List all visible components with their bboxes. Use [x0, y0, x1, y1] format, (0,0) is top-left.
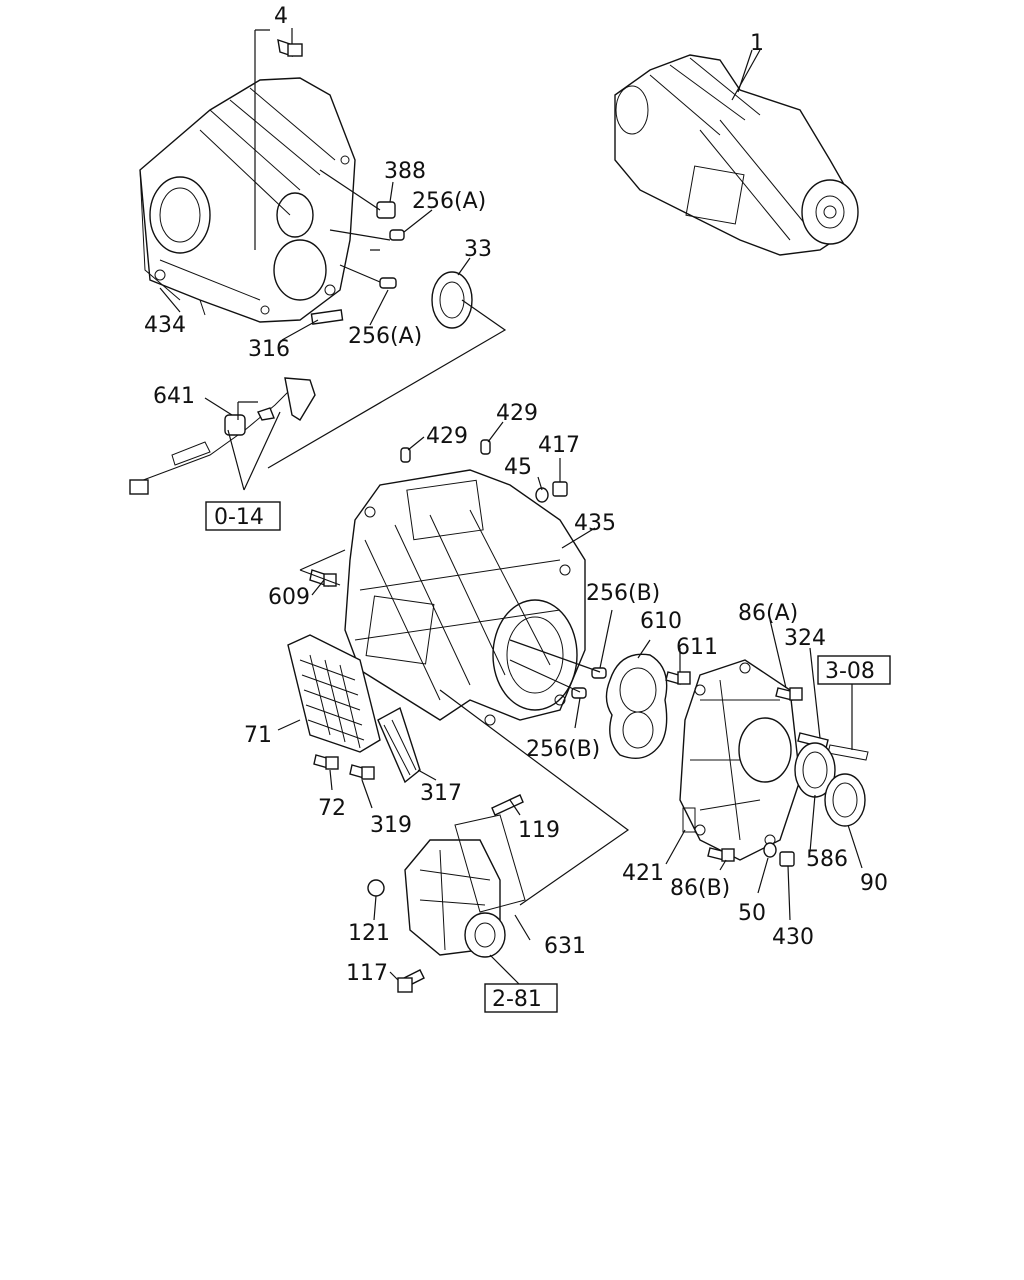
ref-label-0-14: 0-14 — [214, 505, 264, 530]
ref-box-2-81[interactable]: 2-81 — [484, 983, 558, 1013]
label-256b-upper: 256(B) — [586, 581, 660, 606]
ref-label-2-81: 2-81 — [492, 987, 542, 1012]
label-631: 631 — [544, 934, 586, 959]
label-316: 316 — [248, 337, 290, 362]
label-429-left: 429 — [426, 424, 468, 449]
label-90: 90 — [860, 871, 888, 896]
extension-housing-421 — [679, 659, 801, 861]
label-421: 421 — [622, 861, 664, 886]
label-317: 317 — [420, 781, 462, 806]
bolt-86b — [707, 847, 735, 862]
bell-housing — [139, 77, 356, 323]
label-71: 71 — [244, 723, 272, 748]
bushing-388 — [376, 201, 396, 219]
label-417: 417 — [538, 433, 580, 458]
stud-3-08 — [827, 744, 869, 761]
label-435: 435 — [574, 511, 616, 536]
pto-unit — [404, 839, 506, 958]
bolt-611 — [665, 671, 691, 685]
label-611: 611 — [676, 635, 718, 660]
label-45: 45 — [504, 455, 532, 480]
label-256a-upper: 256(A) — [412, 189, 486, 214]
nut-121 — [367, 879, 385, 897]
label-641: 641 — [153, 384, 195, 409]
bolt-86a — [775, 687, 803, 701]
washer-50 — [763, 842, 777, 858]
label-72: 72 — [318, 796, 346, 821]
pin-256a-lower — [379, 277, 397, 289]
label-324: 324 — [784, 626, 826, 651]
transmission-assembly — [614, 54, 859, 256]
dowel-429-left — [400, 447, 411, 463]
speed-sensor-641 — [129, 377, 316, 495]
seal-90 — [824, 773, 866, 827]
dowel-429-right — [480, 439, 491, 455]
plug-417 — [552, 481, 568, 497]
ref-label-3-08: 3-08 — [825, 659, 875, 684]
label-1: 1 — [750, 31, 764, 56]
transmission-case-435 — [344, 469, 586, 726]
label-4: 4 — [274, 4, 288, 29]
label-256a-lower: 256(A) — [348, 324, 422, 349]
label-121: 121 — [348, 921, 390, 946]
ref-box-0-14[interactable]: 0-14 — [205, 501, 281, 531]
label-388: 388 — [384, 159, 426, 184]
label-117: 117 — [346, 961, 388, 986]
label-256b-lower: 256(B) — [526, 737, 600, 762]
label-610: 610 — [640, 609, 682, 634]
gasket-610 — [605, 653, 668, 759]
plug-430 — [779, 851, 795, 867]
label-119: 119 — [518, 818, 560, 843]
bolt-319 — [349, 764, 375, 780]
label-319: 319 — [370, 813, 412, 838]
plate-316 — [310, 309, 344, 325]
label-86b: 86(B) — [670, 876, 730, 901]
label-434: 434 — [144, 313, 186, 338]
label-586: 586 — [806, 847, 848, 872]
stud-119 — [491, 794, 524, 816]
ref-box-3-08[interactable]: 3-08 — [817, 655, 891, 685]
pin-256a-upper — [389, 229, 405, 241]
label-609: 609 — [268, 585, 310, 610]
label-86a: 86(A) — [738, 601, 798, 626]
label-50: 50 — [738, 901, 766, 926]
bolt-117 — [397, 969, 425, 993]
label-33: 33 — [464, 237, 492, 262]
bolt-4 — [254, 29, 303, 250]
gasket-317 — [377, 706, 421, 784]
gasket-631 — [454, 814, 526, 913]
label-430: 430 — [772, 925, 814, 950]
bolt-72 — [313, 754, 339, 770]
label-429-right: 429 — [496, 401, 538, 426]
o-ring-45 — [535, 487, 549, 503]
cover-plate-71 — [287, 634, 381, 753]
oil-seal-33 — [431, 271, 473, 329]
